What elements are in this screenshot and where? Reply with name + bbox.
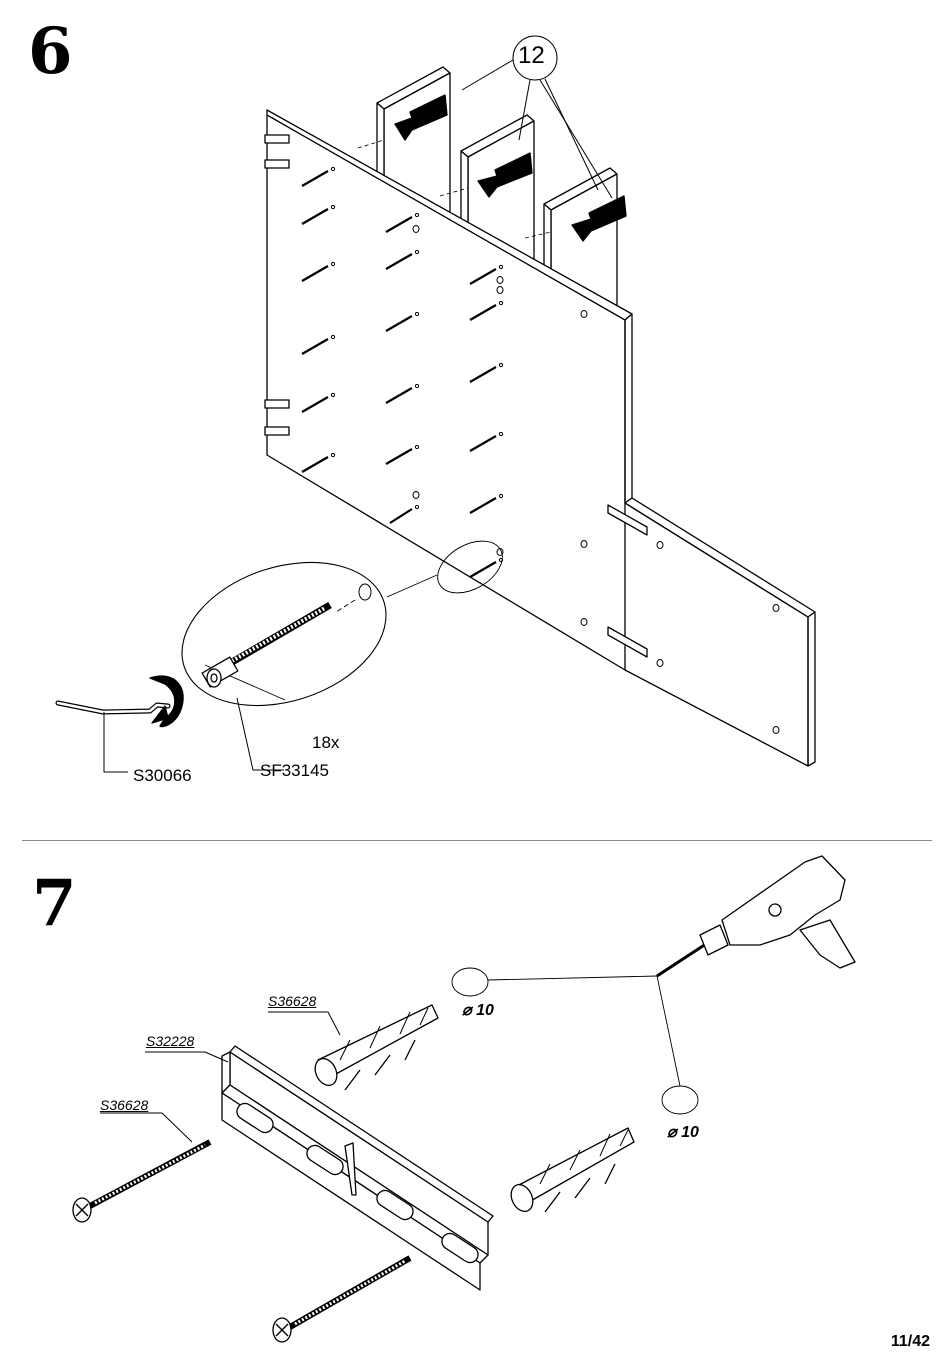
part-label-bracket: S32228 <box>146 1033 195 1049</box>
wall-bracket <box>221 1045 494 1291</box>
drill-diameter-label-2: ⌀ 10 <box>667 1122 699 1142</box>
panel-screws <box>301 170 497 578</box>
part-label-connector: SF33145 <box>260 761 329 780</box>
diameter-value: 10 <box>476 1002 494 1019</box>
hinge-brackets <box>264 134 648 658</box>
magnified-detail <box>181 540 503 707</box>
part-label-tool: S30066 <box>133 766 192 785</box>
wood-screw-upper <box>72 1139 212 1223</box>
diameter-symbol: ⌀ <box>462 1002 472 1019</box>
diameter-symbol: ⌀ <box>667 1124 677 1141</box>
back-panel <box>266 109 816 767</box>
part-label-screw: S36628 <box>100 1097 149 1113</box>
page-number: 11/42 <box>890 1333 930 1350</box>
drill-diameter-label-1: ⌀ 10 <box>462 1000 494 1020</box>
drill-hole-markers <box>451 967 699 1115</box>
diameter-value: 10 <box>681 1124 699 1141</box>
part-label-dowel: S36628 <box>268 993 317 1009</box>
step-divider <box>22 840 932 841</box>
power-drill-icon <box>656 855 856 978</box>
hex-key-tool <box>55 675 184 728</box>
wall-plug-upper <box>314 1004 439 1091</box>
quantity-label: 18x <box>312 733 340 752</box>
callout-12 <box>461 35 613 199</box>
wall-plug-lower <box>510 1127 635 1213</box>
callout-12-label: 12 <box>518 42 545 69</box>
wood-screw-lower <box>272 1255 412 1343</box>
step-6-number: 6 <box>28 14 73 89</box>
step-7-number: 7 <box>32 866 77 941</box>
